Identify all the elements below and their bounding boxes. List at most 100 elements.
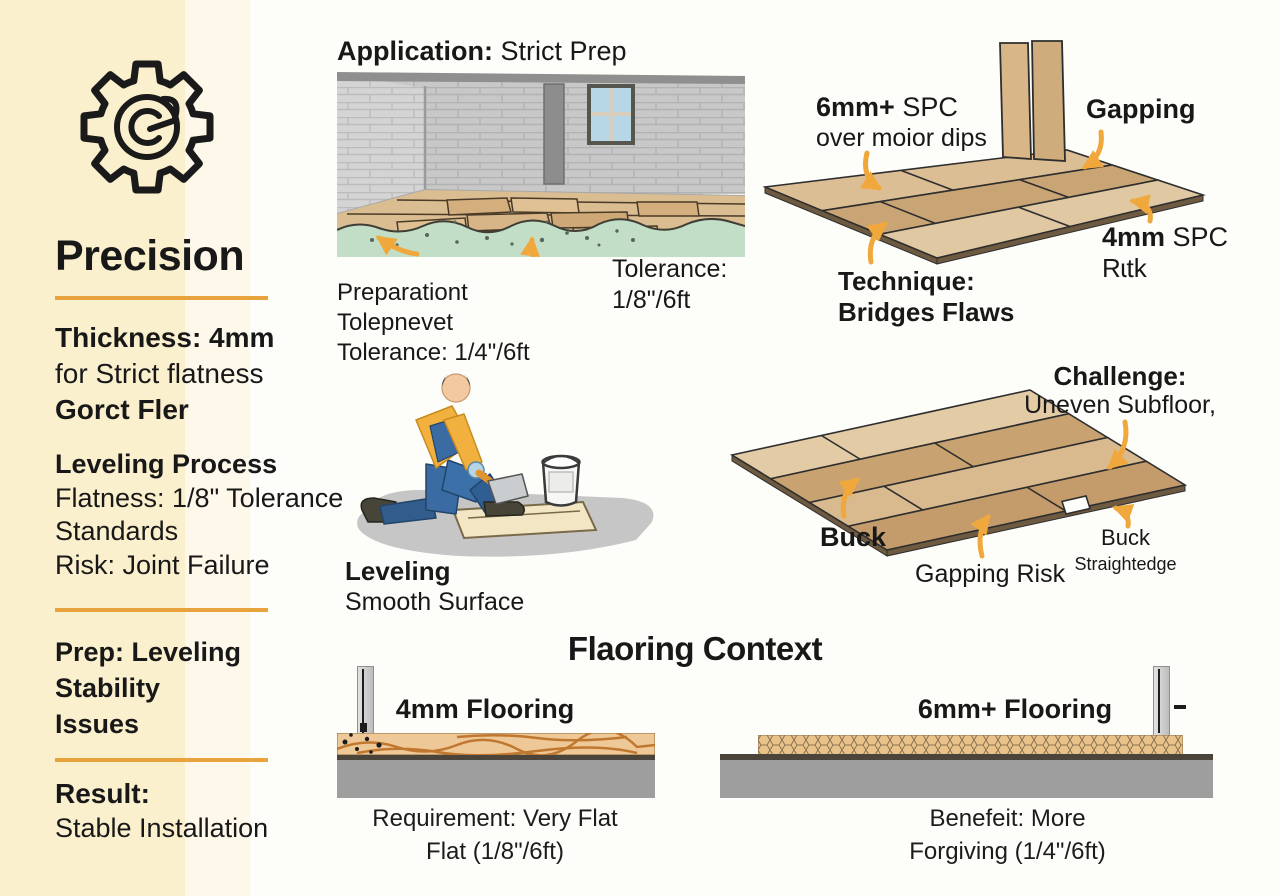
worker-illustration bbox=[357, 372, 654, 557]
challenge-floor-illustration bbox=[729, 389, 1188, 559]
prep-heading: Application: Strict Prep bbox=[337, 36, 627, 67]
tolerance-standards-line: Flatness: 1/8" Tolerance bbox=[55, 482, 344, 513]
stability-line: Stability bbox=[55, 673, 161, 703]
stable-line: Stable Installation bbox=[55, 813, 269, 843]
prep-tolerance-line2: 1/8"/6ft bbox=[612, 286, 691, 314]
straightedge-line2: Straightedge bbox=[1074, 554, 1177, 574]
gauge-pointer bbox=[160, 95, 180, 121]
floor-plank-rows bbox=[763, 149, 1206, 259]
leveling-process-line: Leveling Process bbox=[55, 449, 278, 479]
label-4mm-line2: Rɩtk bbox=[1102, 253, 1147, 283]
label-6mm-spc: 6mm+ SPC over moior dips bbox=[816, 92, 987, 154]
sidebar-block-leveling: Leveling Process Flatness: 1/8" Toleranc… bbox=[55, 448, 355, 582]
label-6mm-bold: 6mm+ bbox=[816, 92, 895, 122]
plank-notch bbox=[1060, 495, 1092, 515]
thickness-line: Thickness: 4mm bbox=[55, 322, 275, 353]
slab-left bbox=[337, 760, 655, 798]
context-title: Flaoring Context bbox=[567, 630, 823, 667]
challenge-heading: Challenge: Uneven Subfloor, bbox=[1020, 362, 1220, 420]
arrow-gapping-icon bbox=[1081, 129, 1104, 170]
underlay-strip-right bbox=[720, 754, 1213, 760]
label-6mm-rest: SPC bbox=[894, 92, 958, 122]
technique-line2: Bridges Flaws bbox=[838, 297, 1015, 327]
prep-heading-bold: Application: bbox=[337, 36, 493, 66]
straightedge-line1: Buck bbox=[1101, 525, 1150, 550]
sidebar-divider-1 bbox=[55, 296, 268, 300]
sidebar-divider-2 bbox=[55, 608, 268, 612]
arrow-buck-icon bbox=[838, 477, 861, 519]
prep-line: Prep: Leveling bbox=[55, 637, 242, 667]
label-4mm-flooring: 4mm Flooring bbox=[395, 694, 575, 724]
prep-caption-line2: Tolepnevet bbox=[337, 309, 454, 336]
label-4mm-spc: 4mm SPC Rɩtk bbox=[1102, 222, 1228, 284]
leveling-line1: Leveling bbox=[345, 556, 451, 586]
gauge-dial bbox=[114, 94, 180, 160]
prep-tolerance-line1: Tolerance: bbox=[612, 255, 728, 283]
leveling-line2: Smooth Surface bbox=[345, 588, 525, 616]
arrow-left-icon bbox=[375, 235, 420, 257]
technique-line1: Technique: bbox=[838, 266, 975, 296]
label-6mm-flooring: 6mm+ Flooring bbox=[917, 694, 1113, 724]
label-gapping-risk: Gapping Risk bbox=[915, 560, 1066, 588]
leveling-compound bbox=[337, 218, 745, 257]
sidebar-block-result: Result: Stable Installation bbox=[55, 776, 355, 846]
tool-4mm bbox=[357, 666, 374, 736]
layer-6mm-plank bbox=[758, 735, 1183, 755]
label-4mm-rest: SPC bbox=[1165, 222, 1229, 252]
basement-illustration bbox=[337, 72, 745, 257]
sidebar-title: Precision bbox=[55, 232, 245, 280]
arrow-technique-icon bbox=[866, 221, 889, 265]
caption-6mm-line2: Forgiving (1/4"/6ft) bbox=[909, 838, 1106, 865]
label-4mm-bold: 4mm bbox=[1102, 222, 1166, 252]
tool-6mm bbox=[1153, 666, 1170, 736]
flatness-line: for Strict flatness bbox=[55, 358, 264, 389]
prep-caption-line3: Tolerance: 1/4"/6ft bbox=[337, 339, 530, 366]
sidebar-divider-3 bbox=[55, 758, 268, 762]
caption-4mm: Requirement: Very Flat Flat (1/8"/6ft) bbox=[355, 802, 635, 868]
label-6mm-line2: over moior dips bbox=[816, 124, 987, 152]
compound-speckles bbox=[370, 220, 635, 247]
label-technique: Technique: Bridges Flaws bbox=[838, 266, 1014, 328]
risk-line: Risk: Joint Failure bbox=[55, 549, 270, 580]
tool-line bbox=[1158, 669, 1160, 733]
caption-6mm-line1: Benefeit: More bbox=[929, 805, 1086, 832]
sidebar-band-light bbox=[185, 0, 250, 896]
paint-bucket bbox=[541, 454, 581, 507]
tool-mark bbox=[1174, 705, 1186, 709]
arrow-straightedge-icon bbox=[1112, 503, 1135, 529]
label-buck: Buck bbox=[820, 522, 887, 552]
caption-6mm: Benefeit: More Forgiving (1/4"/6ft) bbox=[865, 802, 1150, 868]
layer-4mm-plank bbox=[337, 733, 655, 755]
sidebar-block-prep: Prep: Leveling Stability Issues bbox=[55, 634, 355, 742]
basement-window bbox=[587, 84, 635, 145]
prep-caption: Preparationt Tolepnevet Tolerance: 1/4"/… bbox=[337, 278, 530, 368]
gauge-arc bbox=[128, 108, 162, 146]
gear-gauge-icon bbox=[80, 60, 214, 194]
gear-outline bbox=[80, 60, 214, 194]
arrow-challenge-icon bbox=[1107, 419, 1129, 470]
challenge-line1: Challenge: bbox=[1053, 361, 1187, 391]
bridge-arrows bbox=[860, 129, 1153, 265]
sidebar-band bbox=[0, 0, 185, 896]
worker-figure bbox=[360, 372, 529, 525]
sidebar-block-thickness: Thickness: 4mm for Strict flatness Gorct… bbox=[55, 320, 355, 428]
standards-line: Standards bbox=[55, 516, 179, 546]
arrow-right-icon bbox=[520, 236, 540, 257]
challenge-line2: Uneven Subfloor, bbox=[1024, 391, 1216, 419]
prep-caption-line1: Preparationt bbox=[337, 279, 468, 306]
prep-heading-rest: Strict Prep bbox=[493, 36, 627, 66]
tool-line bbox=[362, 669, 364, 733]
leveling-label: Leveling Smooth Surface bbox=[345, 556, 524, 618]
bridge-floor-illustration bbox=[763, 40, 1206, 265]
upright-planks bbox=[999, 40, 1066, 162]
label-gapping: Gapping bbox=[1086, 94, 1196, 124]
prep-arrows bbox=[375, 235, 540, 257]
tool-foot bbox=[360, 723, 367, 732]
gorct-line: Gorct Fler bbox=[55, 394, 189, 425]
basement-walls bbox=[337, 72, 745, 215]
slab-right bbox=[720, 760, 1213, 798]
underlay-strip-left bbox=[337, 755, 655, 760]
gauge-needle bbox=[147, 118, 176, 132]
basement-column bbox=[543, 83, 565, 185]
